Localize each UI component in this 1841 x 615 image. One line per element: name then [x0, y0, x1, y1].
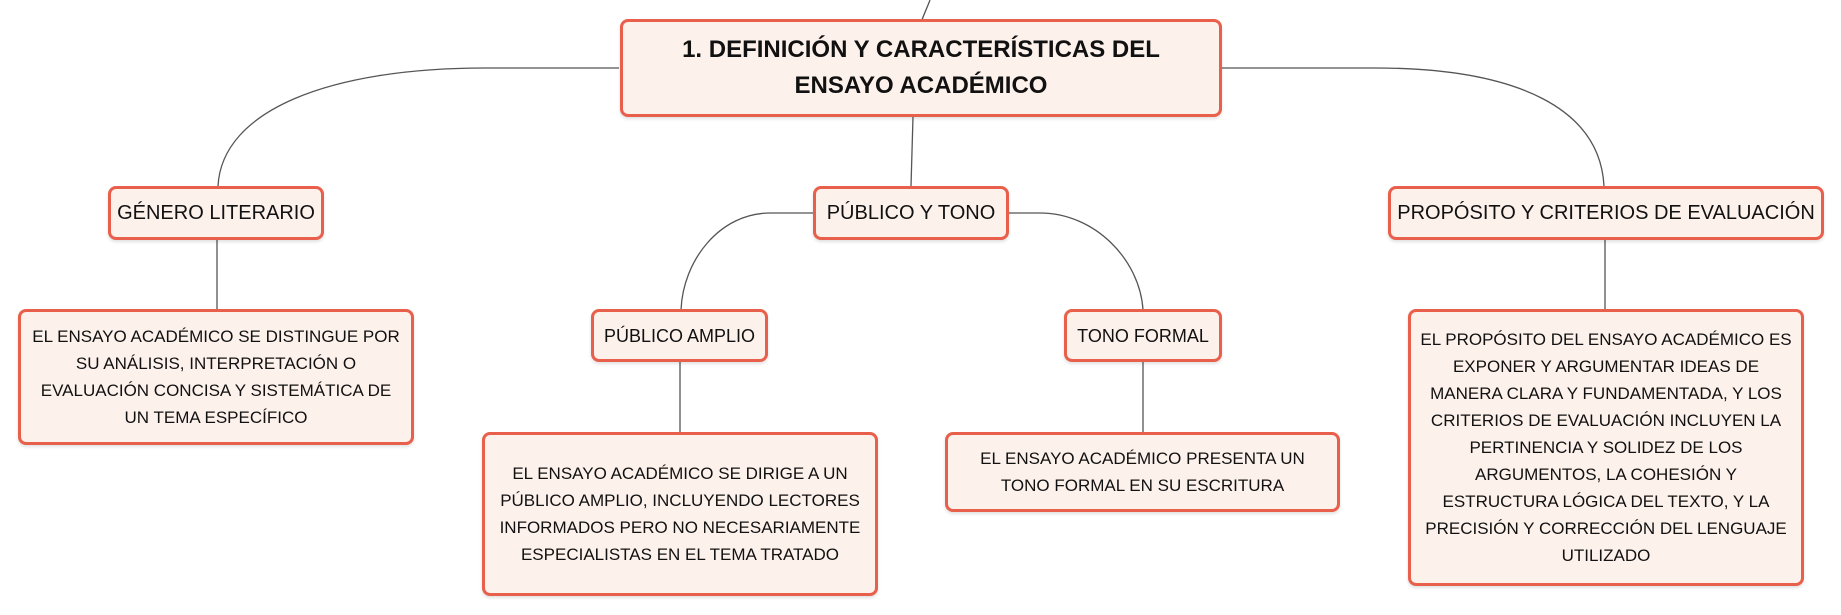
branch-node-proposito-y-criterios[interactable]: PROPÓSITO Y CRITERIOS DE EVALUACIÓN [1388, 186, 1824, 240]
detail-node-genero-literario[interactable]: EL ENSAYO ACADÉMICO SE DISTINGUE POR SU … [18, 309, 414, 445]
detail-node-publico-amplio[interactable]: EL ENSAYO ACADÉMICO SE DIRIGE A UN PÚBLI… [482, 432, 878, 596]
detail-node-proposito-y-criterios[interactable]: EL PROPÓSITO DEL ENSAYO ACADÉMICO ES EXP… [1408, 309, 1804, 586]
sub-label: PÚBLICO AMPLIO [603, 325, 756, 346]
connector-root-to-genero [217, 67, 619, 187]
branch-label: GÉNERO LITERARIO [117, 202, 315, 224]
connector-publico-to-amplio [680, 212, 813, 311]
sub-node-tono-formal[interactable]: TONO FORMAL [1064, 309, 1222, 362]
branch-node-publico-y-tono[interactable]: PÚBLICO Y TONO [813, 186, 1009, 240]
branch-node-genero-literario[interactable]: GÉNERO LITERARIO [108, 186, 324, 240]
detail-text: EL ENSAYO ACADÉMICO PRESENTA UN TONO FOR… [980, 449, 1305, 495]
detail-text: EL ENSAYO ACADÉMICO SE DIRIGE A UN PÚBLI… [499, 464, 861, 564]
connector-publico-to-formal [1008, 212, 1144, 311]
detail-text: EL ENSAYO ACADÉMICO SE DISTINGUE POR SU … [32, 327, 400, 427]
branch-label: PÚBLICO Y TONO [826, 202, 996, 224]
connector-root-to-proposito [1222, 67, 1605, 187]
detail-text: EL PROPÓSITO DEL ENSAYO ACADÉMICO ES EXP… [1420, 330, 1792, 565]
detail-node-tono-formal[interactable]: EL ENSAYO ACADÉMICO PRESENTA UN TONO FOR… [945, 432, 1340, 512]
sub-node-publico-amplio[interactable]: PÚBLICO AMPLIO [591, 309, 768, 362]
branch-label: PROPÓSITO Y CRITERIOS DE EVALUACIÓN [1397, 202, 1815, 224]
connector-root-to-publico [910, 116, 914, 187]
root-node[interactable]: 1. DEFINICIÓN Y CARACTERÍSTICAS DEL ENSA… [620, 19, 1222, 117]
connector-parent-to-root [921, 0, 931, 21]
root-label: 1. DEFINICIÓN Y CARACTERÍSTICAS DEL ENSA… [682, 36, 1160, 99]
sub-label: TONO FORMAL [1077, 325, 1209, 346]
